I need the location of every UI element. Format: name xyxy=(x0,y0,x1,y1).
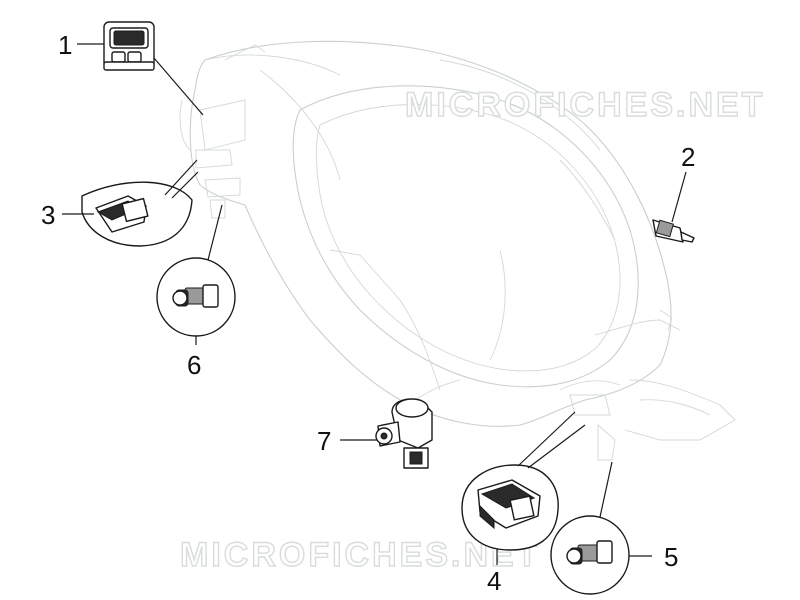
leader-4c xyxy=(527,424,586,469)
leader-4b xyxy=(517,411,576,467)
callout-6: 6 xyxy=(187,350,201,380)
push-button-right-part xyxy=(550,515,630,595)
bulb-part xyxy=(652,219,695,243)
rocker-switch-left-part xyxy=(81,181,193,247)
leader-2 xyxy=(671,171,687,223)
hazard-switch-part xyxy=(103,21,155,71)
ignition-switch-part xyxy=(375,398,433,469)
callout-1: 1 xyxy=(58,30,72,60)
watermark-group: MICROFICHES.NET MICROFICHES.NET xyxy=(179,85,765,574)
push-button-left-part xyxy=(156,257,236,337)
watermark-bottom: MICROFICHES.NET xyxy=(180,536,540,574)
leader-3c xyxy=(171,171,199,199)
leader-3b xyxy=(164,159,198,196)
callout-4: 4 xyxy=(487,566,501,596)
handlebar-cover-ghost xyxy=(179,40,736,461)
callout-3: 3 xyxy=(41,200,55,230)
leader-5b xyxy=(599,461,613,518)
callout-7: 7 xyxy=(317,426,331,456)
rocker-switch-right-part xyxy=(461,464,559,551)
watermark-top: MICROFICHES.NET xyxy=(405,86,765,124)
callout-5: 5 xyxy=(664,542,678,572)
leader-1b xyxy=(153,57,204,116)
leader-6b xyxy=(207,204,223,261)
callout-2: 2 xyxy=(681,142,695,172)
